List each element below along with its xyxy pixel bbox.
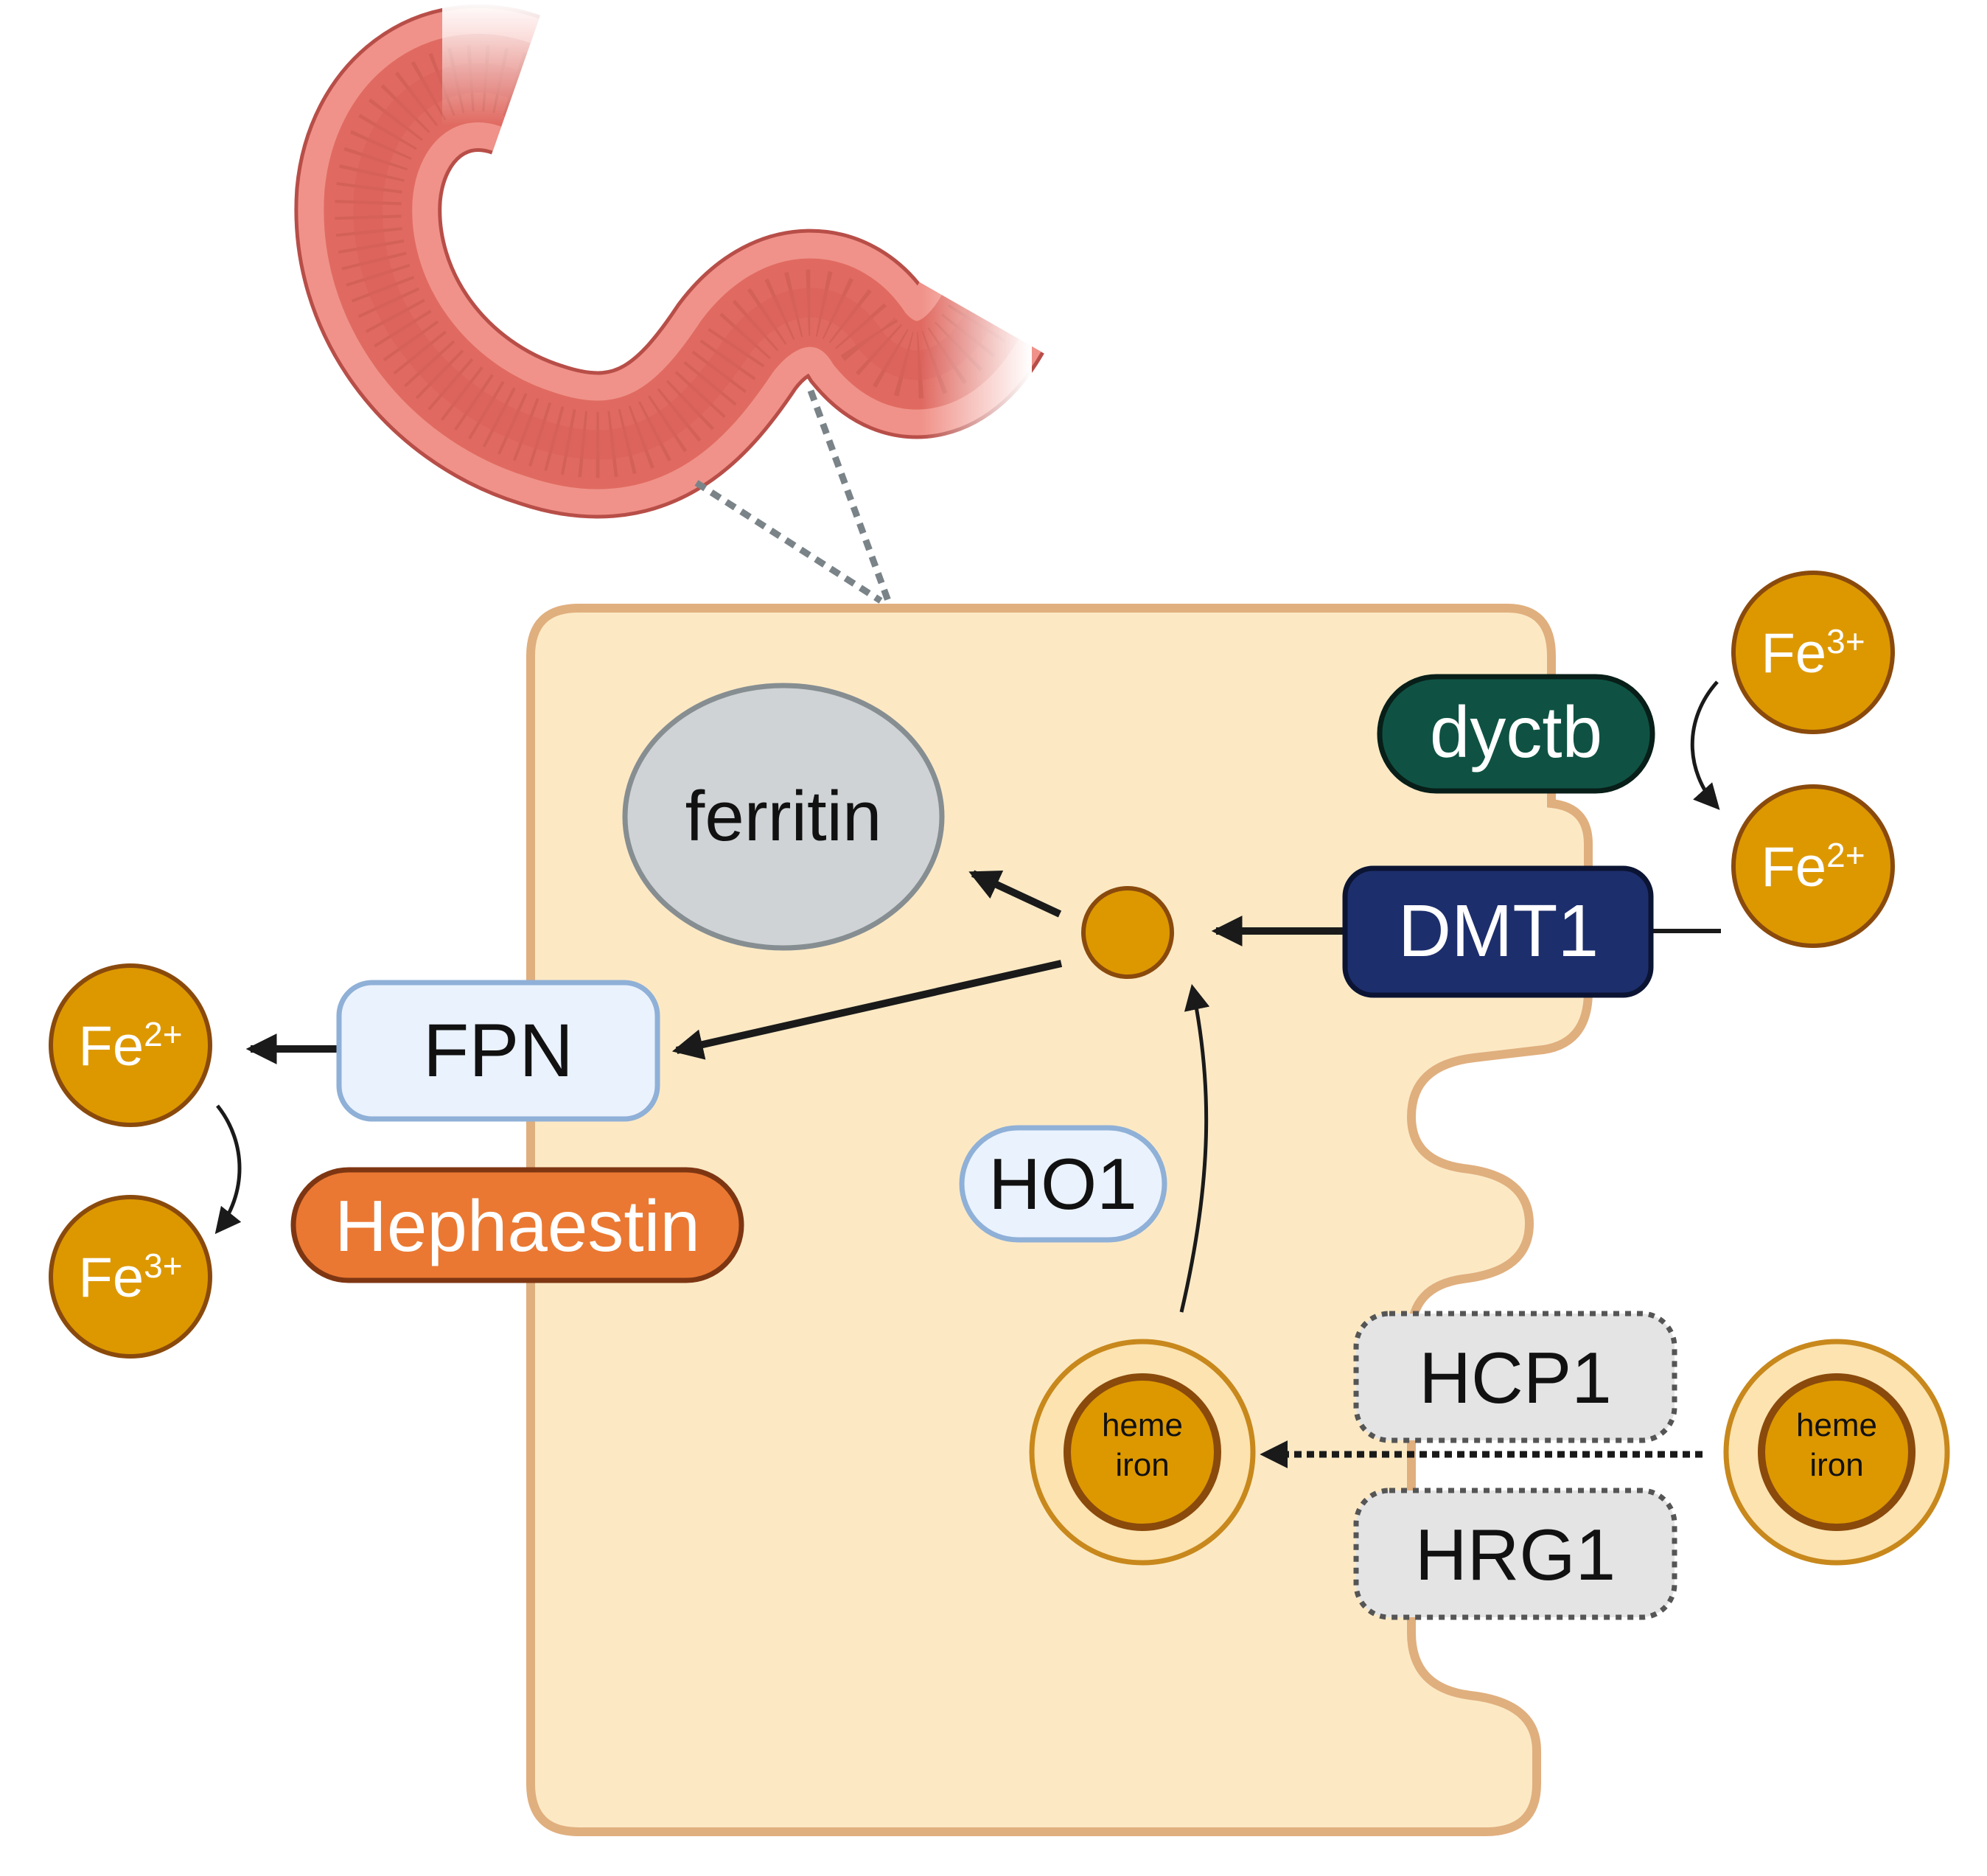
hephaestin-label: Hephaestin <box>335 1185 700 1266</box>
fe3-ion-apical: Fe3+ <box>1731 571 1895 734</box>
fe2-charge-basolateral: 2+ <box>144 1015 182 1053</box>
svg-text:Fe3+: Fe3+ <box>1761 622 1865 685</box>
fpn-node: FPN <box>336 980 660 1122</box>
intestine-fade-top <box>442 0 619 125</box>
fpn-label: FPN <box>423 1008 573 1092</box>
fe2-ion-basolateral: Fe2+ <box>49 963 212 1127</box>
arrow-pool-to-ferritin <box>968 870 1062 918</box>
ferritin-label: ferritin <box>685 777 882 856</box>
hcp1-label: HCP1 <box>1419 1337 1611 1418</box>
arrow-pool-to-fpn <box>671 960 1063 1060</box>
iron-label-luminal: iron <box>1809 1447 1863 1483</box>
ho1-label: HO1 <box>988 1143 1137 1224</box>
zoom-line-right <box>807 389 892 602</box>
heme-iron-intracellular: heme iron <box>1029 1339 1256 1566</box>
dyctb-node: dyctb <box>1377 674 1655 794</box>
fe3-ion-basolateral: Fe3+ <box>49 1195 212 1359</box>
dyctb-label: dyctb <box>1430 691 1602 773</box>
hcp1-node: HCP1 <box>1353 1311 1677 1443</box>
fe3-charge-apical: 3+ <box>1826 622 1865 660</box>
heme-label-intracellular: heme <box>1102 1407 1183 1443</box>
fe2-symbol-basolateral: Fe <box>78 1015 144 1078</box>
hrg1-node: HRG1 <box>1353 1488 1677 1620</box>
arrow-fe3-to-fe2-apical <box>1690 680 1720 810</box>
ho1-node: HO1 <box>959 1125 1167 1243</box>
labile-iron-pool <box>1081 886 1174 979</box>
ferritin-node: ferritin <box>622 683 945 951</box>
svg-text:Fe2+: Fe2+ <box>78 1015 182 1078</box>
intestine-lumen <box>353 63 993 460</box>
fe3-symbol-apical: Fe <box>1761 622 1826 685</box>
fe3-symbol-basolateral: Fe <box>78 1246 144 1309</box>
hephaestin-node: Hephaestin <box>290 1167 744 1283</box>
fe3-charge-basolateral: 3+ <box>144 1246 182 1285</box>
heme-label-luminal: heme <box>1796 1407 1877 1443</box>
heme-iron-luminal: heme iron <box>1723 1339 1950 1566</box>
zoom-line-left <box>694 480 883 604</box>
svg-text:Fe2+: Fe2+ <box>1761 836 1865 899</box>
iron-label-intracellular: iron <box>1115 1447 1169 1483</box>
fe2-symbol-apical: Fe <box>1761 836 1826 899</box>
fe2-ion-apical: Fe2+ <box>1731 784 1895 948</box>
arrow-fe2-to-fe3-basolateral <box>214 1104 242 1235</box>
svg-text:Fe3+: Fe3+ <box>78 1246 182 1309</box>
hrg1-label: HRG1 <box>1415 1514 1616 1595</box>
dmt1-node: DMT1 <box>1342 865 1654 998</box>
intestine-fade-right <box>921 206 1032 442</box>
arrow-heme-to-pool <box>1179 983 1210 1313</box>
intestine-illustration <box>294 0 1044 519</box>
fe2-charge-apical: 2+ <box>1826 836 1865 874</box>
dmt1-label: DMT1 <box>1398 890 1599 972</box>
